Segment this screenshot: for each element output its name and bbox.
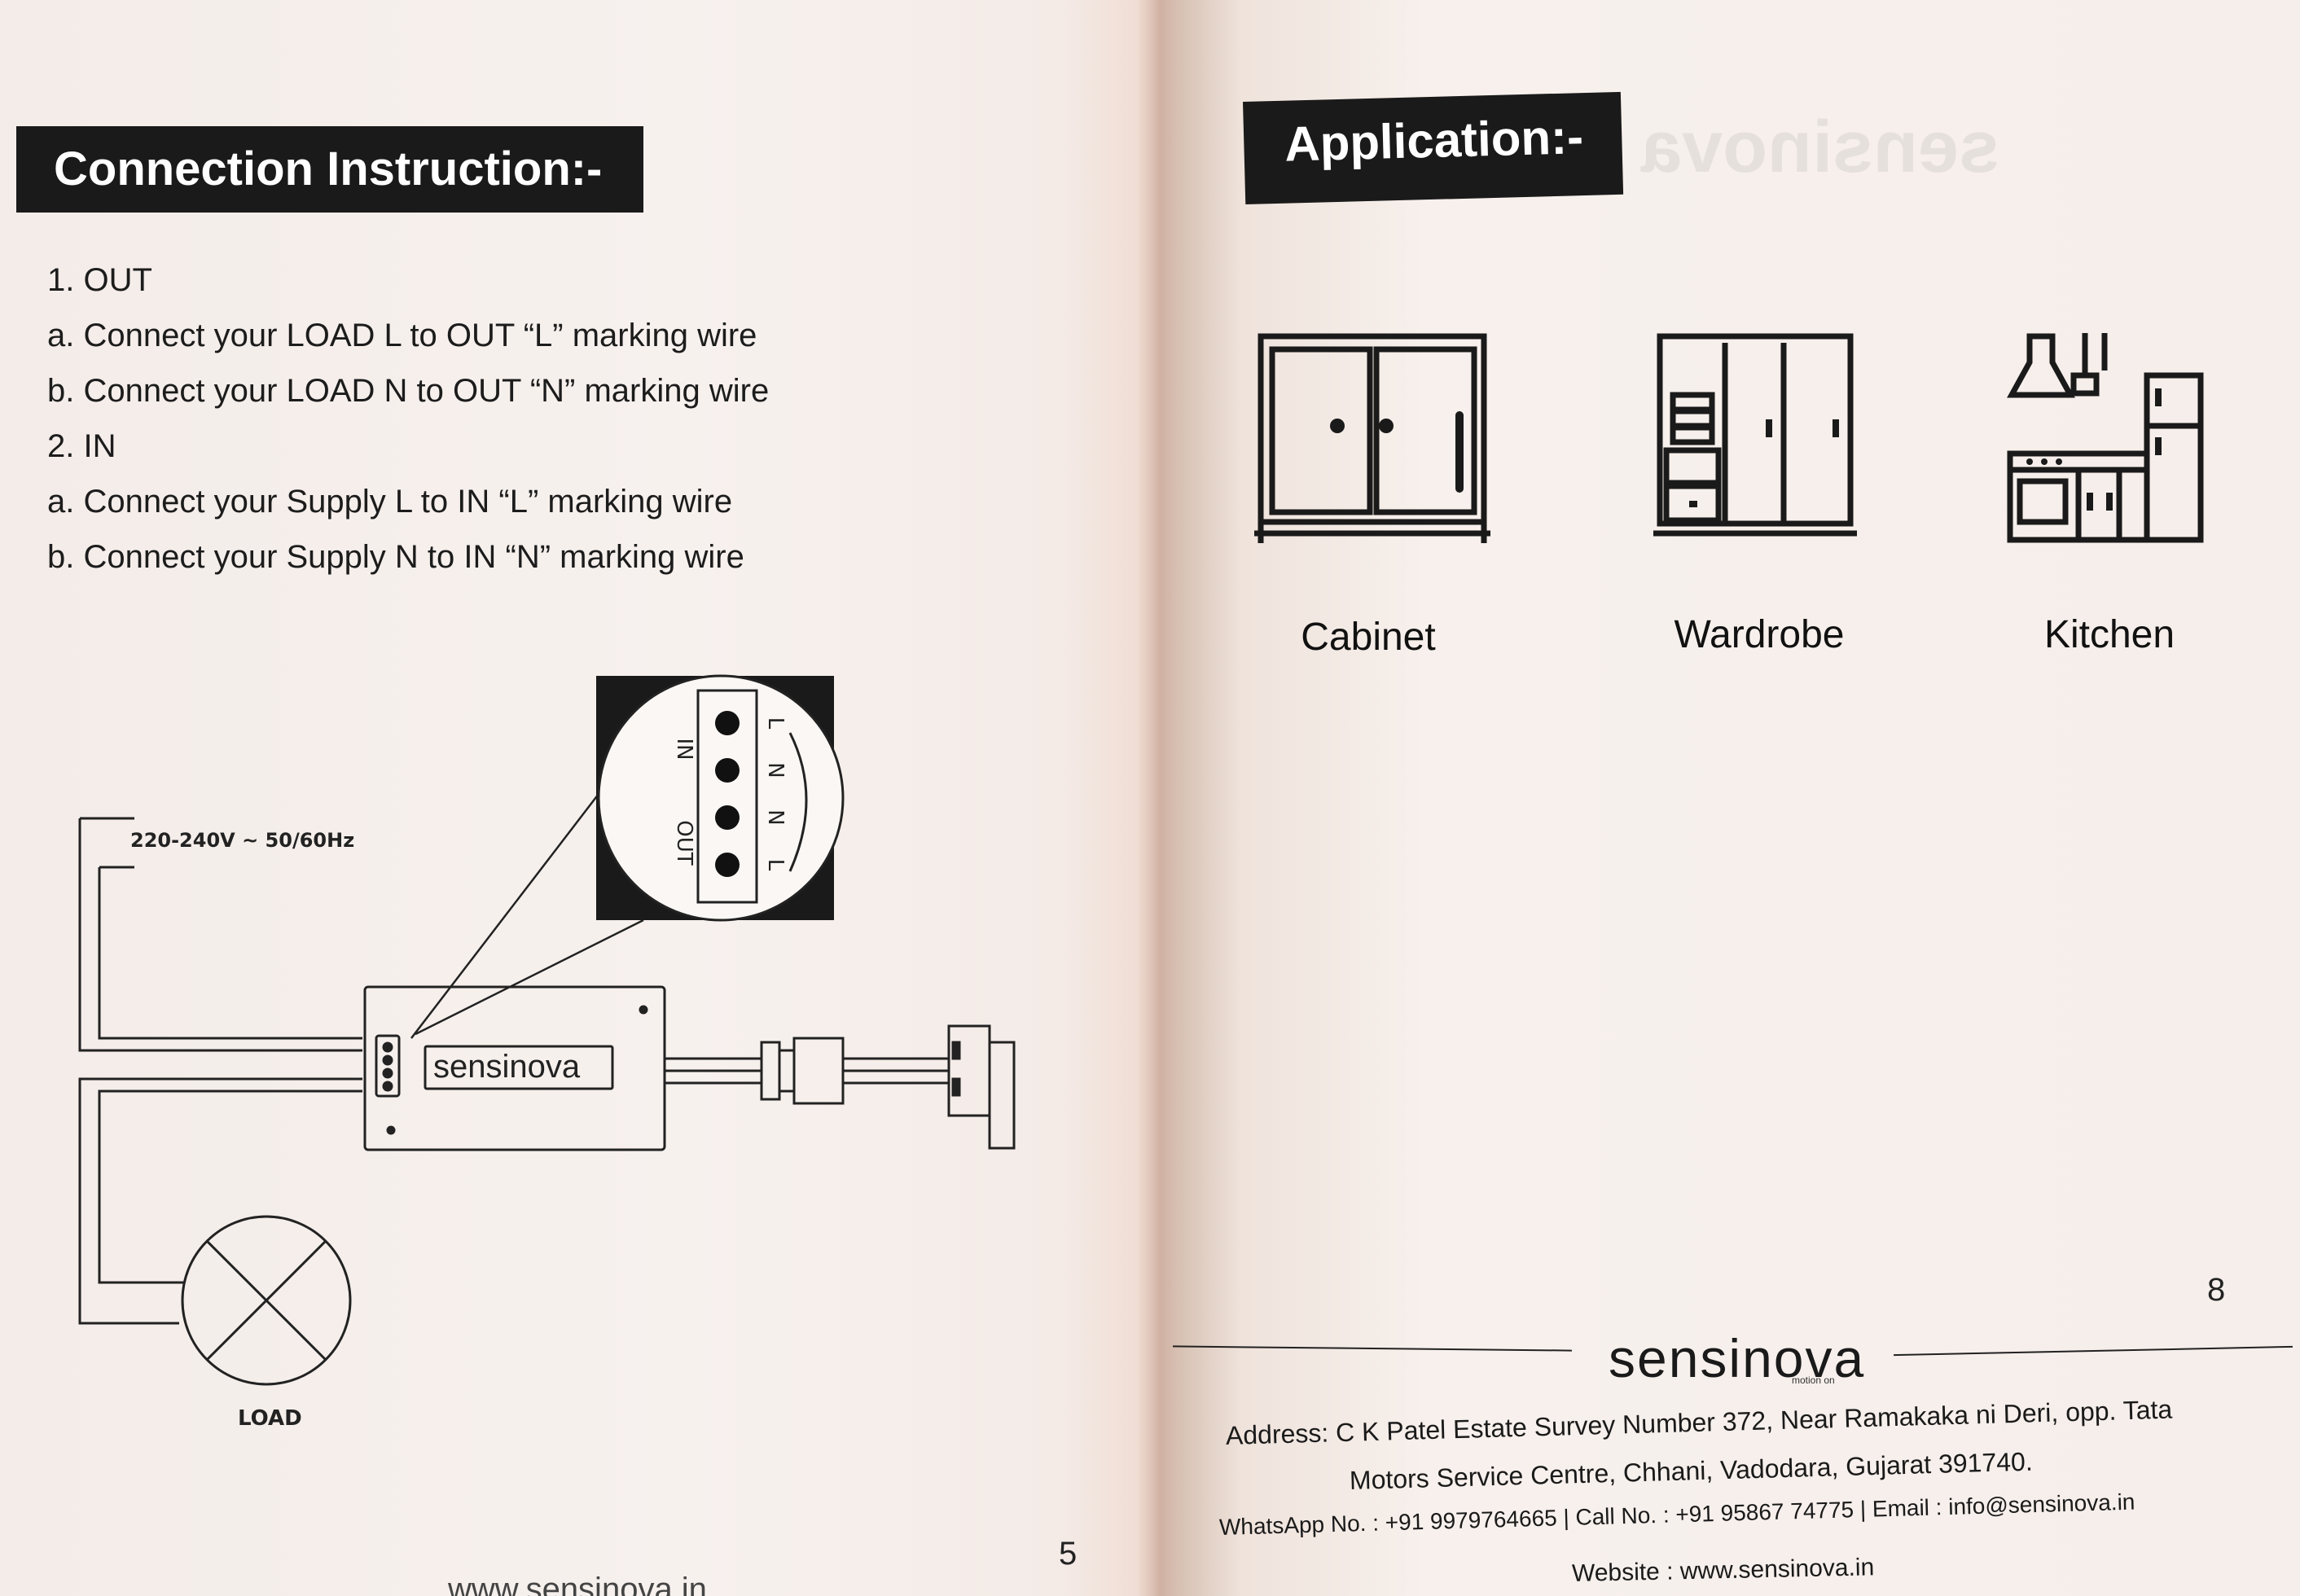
instruction-line: a. Connect your Supply L to IN “L” marki… bbox=[47, 484, 733, 520]
cabinet-icon bbox=[1254, 333, 1490, 543]
terminal-callout bbox=[410, 793, 644, 1039]
brand-tagline: motion on bbox=[1792, 1375, 1835, 1386]
instruction-line: a. Connect your LOAD L to OUT “L” markin… bbox=[47, 318, 757, 353]
instruction-line: 2. IN bbox=[47, 428, 116, 464]
controller-device bbox=[363, 985, 666, 1151]
connection-heading: Connection Instruction:- bbox=[16, 126, 643, 213]
application-heading: Application:- bbox=[1243, 91, 1624, 204]
page-number-right: 8 bbox=[2207, 1272, 2226, 1308]
device-brand-label: sensinova bbox=[433, 1049, 581, 1085]
footer-rule-right bbox=[1894, 1345, 2293, 1357]
load-wires bbox=[78, 1077, 362, 1325]
footer-rule-left bbox=[1173, 1345, 1572, 1352]
website-line: Website : www.sensinova.in bbox=[1571, 1554, 1875, 1587]
terminal-letter: L bbox=[763, 859, 788, 871]
instruction-line: b. Connect your Supply N to IN “N” marki… bbox=[47, 539, 744, 575]
address-line-2: Motors Service Centre, Chhani, Vadodara,… bbox=[1349, 1446, 2034, 1495]
instruction-list: 1. OUT a. Connect your LOAD L to OUT “L”… bbox=[47, 252, 769, 585]
supply-voltage-label: 220-240V ~ 50/60Hz bbox=[130, 829, 354, 852]
sensor-cable bbox=[665, 1024, 1016, 1150]
page-number-left: 5 bbox=[1059, 1536, 1078, 1572]
terminal-letter: L bbox=[763, 717, 788, 730]
left-page: Connection Instruction:- 1. OUT a. Conne… bbox=[16, 126, 1078, 1596]
terminal-out-label: OUT bbox=[672, 820, 696, 865]
supply-wires bbox=[78, 817, 362, 1052]
application-label-cabinet: Cabinet bbox=[1301, 616, 1436, 659]
terminal-in-label: IN bbox=[672, 738, 696, 760]
lamp-icon bbox=[181, 1215, 352, 1386]
address-line-1: Address: C K Patel Estate Survey Number … bbox=[1225, 1394, 2173, 1450]
book-gutter bbox=[1136, 0, 1185, 1596]
terminal-letter: N bbox=[763, 809, 788, 825]
kitchen-icon bbox=[2007, 333, 2204, 543]
instruction-line: b. Connect your LOAD N to OUT “N” markin… bbox=[47, 373, 770, 409]
terminal-pins bbox=[715, 711, 740, 877]
instruction-line: 1. OUT bbox=[47, 262, 152, 298]
wardrobe-icon bbox=[1653, 333, 1857, 537]
brand-logo: sensinova bbox=[1609, 1328, 1866, 1388]
load-label: LOAD bbox=[238, 1406, 302, 1431]
wiring-diagram: 220-240V ~ 50/60Hz LOAD bbox=[78, 674, 1016, 1431]
application-label-kitchen: Kitchen bbox=[2043, 613, 2175, 656]
terminal-letter: N bbox=[763, 762, 788, 778]
contact-line: WhatsApp No. : +91 9979764665 | Call No.… bbox=[1218, 1489, 2135, 1540]
terminal-zoom-lens bbox=[597, 674, 845, 922]
application-label-wardrobe: Wardrobe bbox=[1674, 613, 1845, 656]
show-through-brand: sensinova bbox=[1641, 107, 2000, 188]
footer-website: www.sensinova.in bbox=[448, 1572, 707, 1596]
